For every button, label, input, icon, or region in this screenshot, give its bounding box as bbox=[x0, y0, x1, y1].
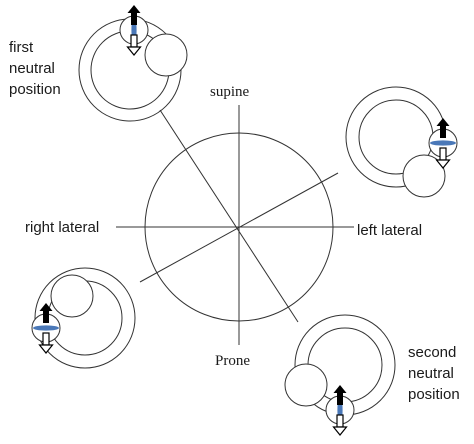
label-right-lateral: right lateral bbox=[25, 219, 99, 236]
canal-left-lateral bbox=[345, 86, 458, 198]
diagonal-axis-right-to-left bbox=[139, 172, 339, 283]
orientation-wheel bbox=[116, 105, 354, 345]
otolith-ball bbox=[402, 154, 446, 198]
canal-outer-ring bbox=[34, 267, 136, 369]
label-line: neutral bbox=[9, 60, 55, 77]
canal-right-lateral bbox=[31, 267, 136, 369]
otolith-ball bbox=[284, 363, 328, 407]
canal-second-neutral bbox=[284, 314, 396, 436]
label-second-neutral-position: second neutral position bbox=[408, 344, 460, 403]
label-line: position bbox=[408, 386, 460, 403]
canal-first-neutral bbox=[78, 4, 188, 122]
otolith-ball bbox=[144, 33, 188, 77]
diagonal-axis-first-to-second bbox=[159, 109, 299, 323]
otolith-ball bbox=[50, 274, 94, 318]
label-line: second bbox=[408, 344, 456, 361]
cupula bbox=[430, 140, 456, 146]
cupula bbox=[33, 325, 59, 331]
label-supine: supine bbox=[210, 84, 250, 100]
label-line: first bbox=[9, 39, 34, 56]
label-first-neutral-position: first neutral position bbox=[9, 39, 61, 98]
label-line: position bbox=[9, 81, 61, 98]
label-line: neutral bbox=[408, 365, 454, 382]
label-left-lateral: left lateral bbox=[357, 222, 422, 239]
label-prone: Prone bbox=[215, 353, 250, 369]
